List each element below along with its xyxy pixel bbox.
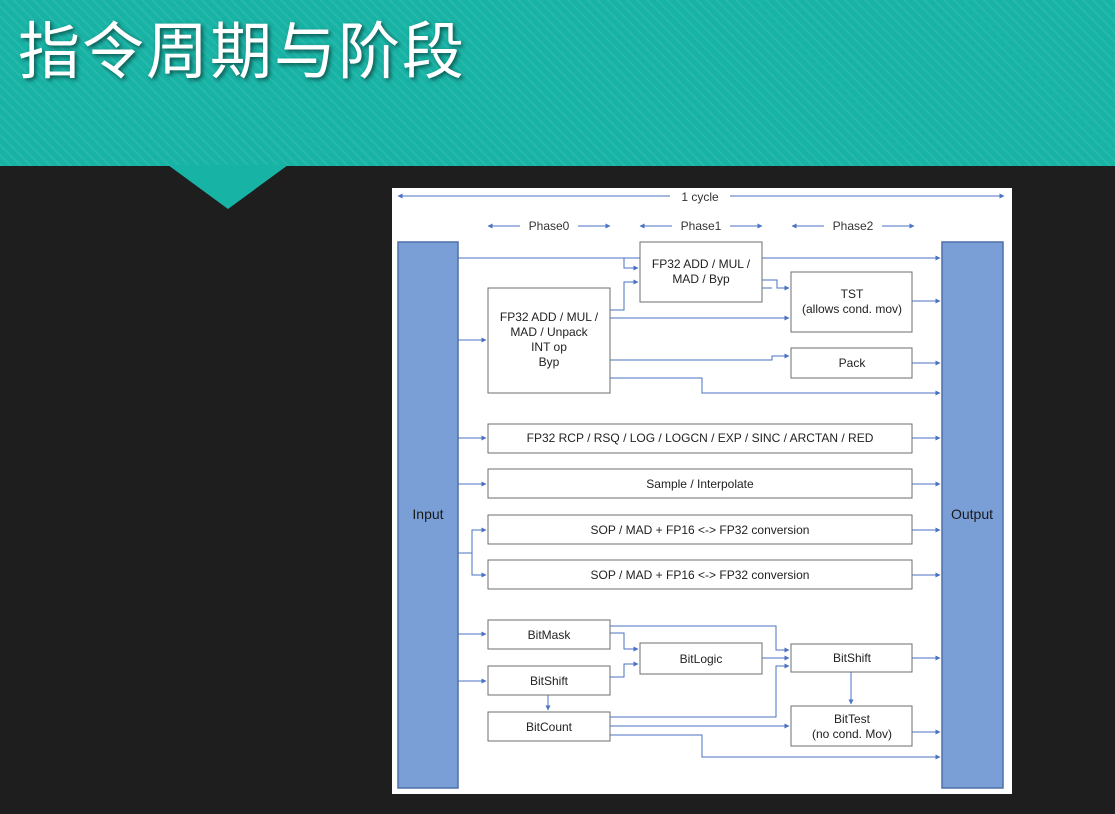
bittest-line-2: (no cond. Mov) (812, 727, 892, 741)
bitcount-label: BitCount (526, 720, 573, 734)
bitmask-label: BitMask (528, 628, 572, 642)
banner-notch (168, 165, 288, 209)
phase-0-label: Phase0 (529, 219, 570, 233)
bitshift-output-box: BitShift (790, 643, 913, 673)
sop-box-1: SOP / MAD + FP16 <-> FP32 conversion (487, 514, 913, 545)
sop-box-2: SOP / MAD + FP16 <-> FP32 conversion (487, 559, 913, 590)
fp32-phase1-box: FP32 ADD / MUL / MAD / Byp (639, 241, 763, 303)
bitshift-output-label: BitShift (833, 651, 872, 665)
bitlogic-label: BitLogic (680, 652, 723, 666)
transcendental-box: FP32 RCP / RSQ / LOG / LOGCN / EXP / SIN… (487, 423, 913, 454)
phase-1-label: Phase1 (681, 219, 722, 233)
bittest-box: BitTest (no cond. Mov) (790, 705, 913, 747)
bitlogic-box: BitLogic (639, 642, 763, 675)
bitcount-box: BitCount (487, 711, 611, 742)
sample-box: Sample / Interpolate (487, 468, 913, 499)
fp32-phase0-line-1: FP32 ADD / MUL / (500, 310, 599, 324)
slide-title: 指令周期与阶段 (18, 15, 467, 88)
fp32-phase0-line-2: MAD / Unpack (510, 325, 588, 339)
cycle-span: 1 cycle (397, 190, 1005, 204)
fp32-phase1-line-2: MAD / Byp (672, 272, 730, 286)
bitshift-input-box: BitShift (487, 665, 611, 696)
fp32-phase0-box: FP32 ADD / MUL / MAD / Unpack INT op Byp (487, 287, 611, 394)
phase-0-header: Phase0 (487, 219, 611, 233)
tst-line-1: TST (841, 287, 864, 301)
tst-box: TST (allows cond. mov) (790, 271, 913, 333)
pack-label: Pack (839, 356, 867, 370)
sop-2-label: SOP / MAD + FP16 <-> FP32 conversion (591, 568, 810, 582)
sample-label: Sample / Interpolate (646, 477, 754, 491)
sop-1-label: SOP / MAD + FP16 <-> FP32 conversion (591, 523, 810, 537)
title-banner (0, 0, 1115, 166)
pipeline-diagram: 1 cycle Phase0 Phase1 Phase2 Input Outpu… (392, 188, 1012, 794)
bittest-line-1: BitTest (834, 712, 871, 726)
output-label: Output (951, 506, 993, 522)
pack-box: Pack (790, 347, 913, 379)
input-bar: Input (397, 241, 459, 789)
cycle-label: 1 cycle (681, 190, 719, 204)
bitshift-input-label: BitShift (530, 674, 569, 688)
tst-line-2: (allows cond. mov) (802, 302, 902, 316)
phase-1-header: Phase1 (639, 219, 763, 233)
phase-2-label: Phase2 (833, 219, 874, 233)
input-label: Input (412, 506, 443, 522)
fp32-phase0-line-3: INT op (531, 340, 567, 354)
output-bar: Output (941, 241, 1004, 789)
bitmask-box: BitMask (487, 619, 611, 650)
fp32-phase0-line-4: Byp (539, 355, 560, 369)
fp32-phase1-line-1: FP32 ADD / MUL / (652, 257, 751, 271)
transcendental-label: FP32 RCP / RSQ / LOG / LOGCN / EXP / SIN… (527, 431, 874, 445)
phase-2-header: Phase2 (791, 219, 915, 233)
